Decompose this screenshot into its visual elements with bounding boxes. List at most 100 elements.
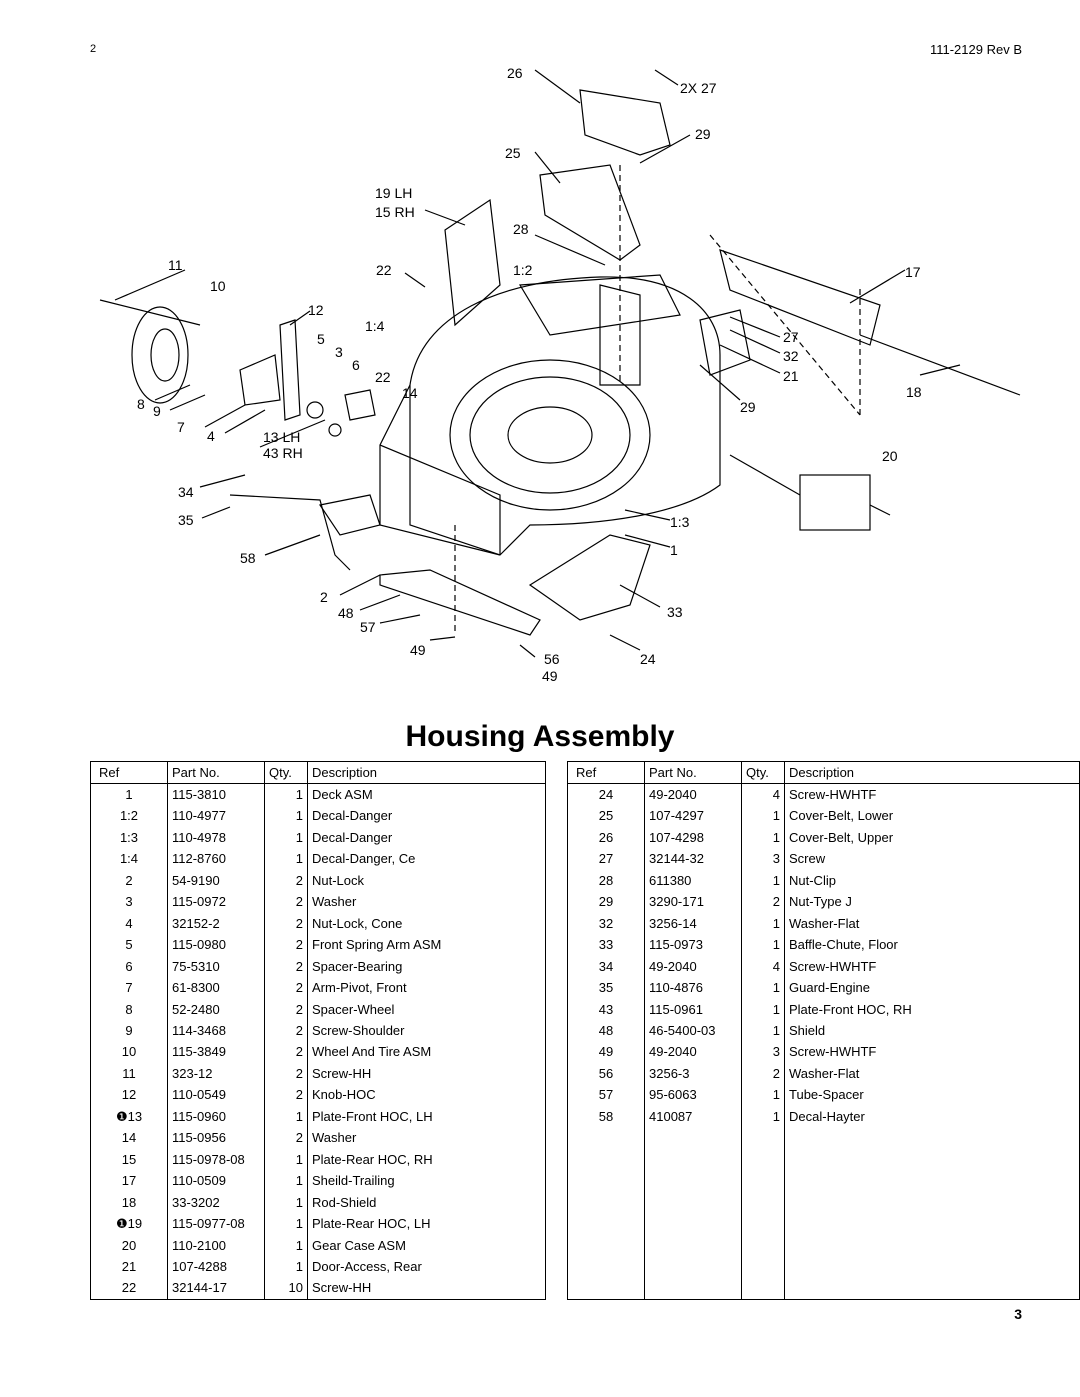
cell-ref: 24 [598,787,614,802]
callout-label: 33 [667,604,683,620]
callout-label: 5 [317,331,325,347]
cell-ref: 3 [125,894,133,910]
table-header-row: Ref Part No. Qty. Description [567,761,1080,784]
cell-qty: 1 [264,826,308,849]
cell-qty [741,1127,785,1149]
cell-part-no: 49-2040 [644,1041,742,1063]
cell-description: Door-Access, Rear [307,1255,546,1278]
cell-ref: 28 [598,872,614,888]
callout-label: 14 [402,385,418,401]
cell-ref [568,1213,645,1234]
cell-qty: 2 [741,891,785,913]
cell-qty: 1 [264,848,308,870]
cell-part-no: 75-5310 [167,955,265,978]
cell-qty [741,1255,785,1278]
callout-label: 9 [153,403,161,419]
table-row-empty [568,1127,1080,1149]
callout-label: 4 [207,428,215,444]
cell-qty [741,1277,785,1300]
cell-part-no: 107-4297 [644,805,742,827]
cell-part-no: 33-3202 [167,1191,265,1214]
page-number-bottom: 3 [1014,1306,1022,1322]
cell-description: Decal-Danger, Ce [307,848,546,870]
cell-qty: 3 [741,1041,785,1063]
cell-description: Washer-Flat [784,1062,1080,1085]
cell-ref: 34 [598,958,614,974]
callout-label: 15 RH [375,204,415,220]
cell-qty: 1 [264,805,308,827]
cell-part-no: 3256-14 [644,912,742,935]
diagram-callouts: 26 2X 27 29 25 19 LH 15 RH 28 1:2 17 11 … [137,65,922,684]
cell-description [784,1170,1080,1192]
cell-qty: 1 [264,1255,308,1278]
cell-ref: 5 [125,937,133,953]
cell-ref: 22 [121,1280,137,1296]
cell-ref: 29 [598,894,614,910]
cell-qty: 2 [264,891,308,913]
cell-ref: 32 [598,915,614,931]
cell-ref: 35 [598,980,614,996]
cell-description: Screw-HH [307,1062,546,1085]
cell-part-no: 107-4298 [644,826,742,849]
cell-description: Nut-Type J [784,891,1080,913]
cell-part-no: 49-2040 [644,955,742,978]
cell-description: Plate-Rear HOC, RH [307,1148,546,1171]
cell-qty: 1 [741,912,785,935]
cell-description: Tube-Spacer [784,1084,1080,1106]
cell-qty: 2 [741,1062,785,1085]
cell-ref: 26 [598,829,614,845]
cell-ref: 49 [598,1044,614,1060]
cell-qty: 1 [264,1191,308,1214]
cell-ref: 27 [598,851,614,867]
cell-description: Washer [307,1127,546,1149]
cell-qty: 1 [741,869,785,892]
callout-label: 6 [352,357,360,373]
callout-label: 58 [240,550,256,566]
callout-label: 24 [640,651,656,667]
cell-qty [741,1191,785,1214]
cell-description: Shield [784,1019,1080,1042]
cell-description [784,1191,1080,1214]
cell-ref: 1:3 [119,829,139,845]
cell-ref [568,1192,645,1213]
trailing-shield [719,249,881,346]
cell-ref: 20 [121,1237,137,1253]
cell-qty [741,1170,785,1192]
cell-qty [741,1213,785,1235]
document-id: 111-2129 Rev B [929,42,1022,57]
cell-qty: 2 [264,977,308,999]
callout-label: 10 [210,278,226,294]
callout-label: 32 [783,348,799,364]
page-title: Housing Assembly [405,720,675,753]
cell-qty: 2 [264,1127,308,1149]
cell-part-no: 107-4288 [167,1255,265,1278]
cell-description [784,1234,1080,1256]
callout-label: 19 LH [375,185,412,201]
cell-description: Decal-Danger [307,805,546,827]
cell-description: Deck ASM [307,783,546,806]
cell-part-no: 110-0509 [167,1170,265,1192]
callout-label: 26 [507,65,523,81]
cell-description: Knob-HOC [307,1084,546,1106]
cell-part-no: 115-0972 [167,891,265,913]
cell-description: Washer-Flat [784,912,1080,935]
cell-ref: 15 [121,1151,137,1167]
cell-ref: 12 [121,1087,137,1103]
table-row-empty [568,1277,1080,1300]
cell-description: Plate-Rear HOC, LH [307,1213,546,1235]
cell-description: Rod-Shield [307,1191,546,1214]
cell-part-no: 114-3468 [167,1019,265,1042]
cell-qty: 1 [741,934,785,956]
